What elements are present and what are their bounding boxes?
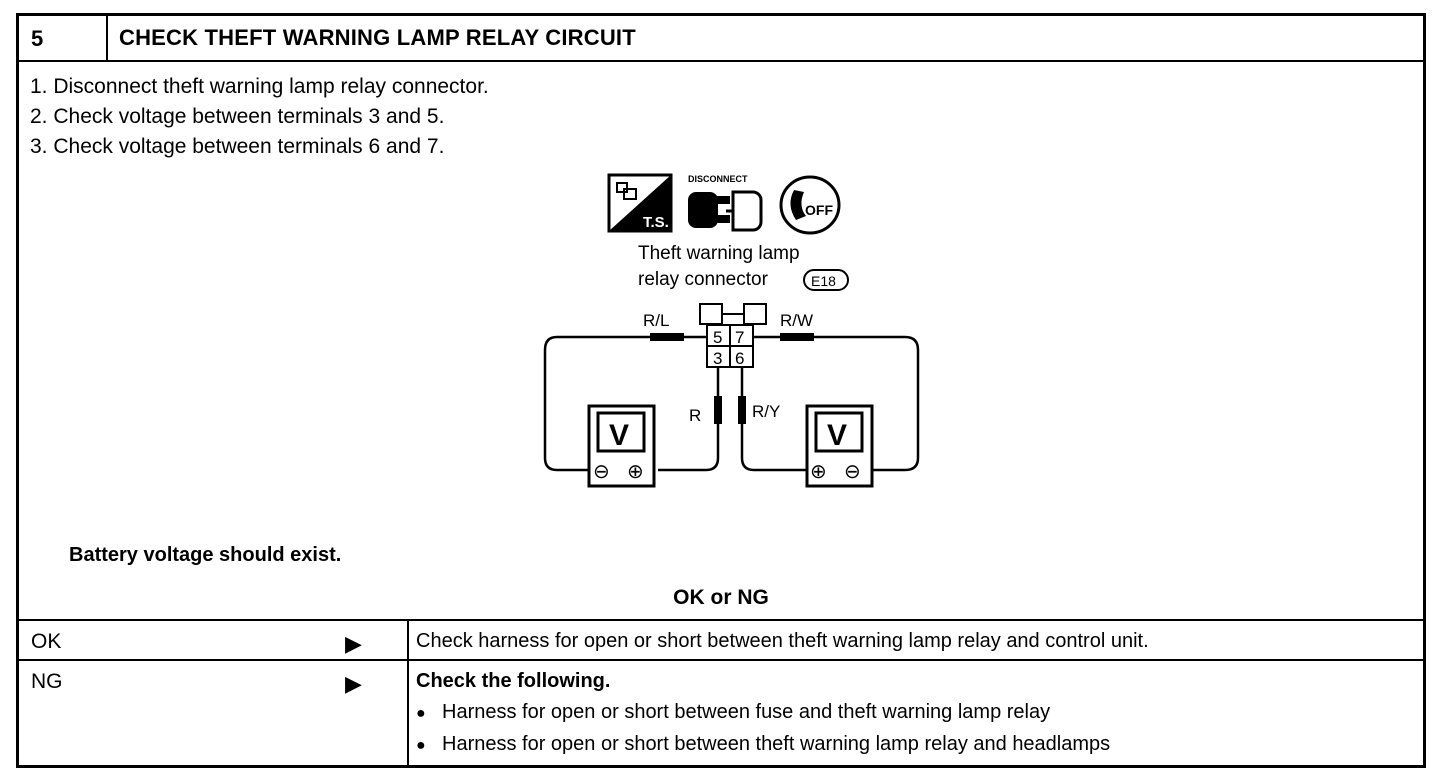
voltmeter-label: V [827, 419, 847, 452]
instruction-step-1: 1. Disconnect theft warning lamp relay c… [30, 75, 489, 98]
voltmeter-label: V [609, 419, 629, 452]
minus-terminal-icon: ⊖ [593, 461, 610, 483]
result-row-ng: NG ▶ Check the following. ●Harness for o… [19, 659, 1423, 765]
arrow-icon: ▶ [345, 631, 362, 656]
terminal-3: 3 [713, 349, 722, 368]
voltmeter-left: V ⊖ ⊕ [587, 404, 656, 488]
wire-marker [780, 333, 814, 341]
terminal-6: 6 [735, 349, 744, 368]
instruction-step-2: 2. Check voltage between terminals 3 and… [30, 105, 445, 128]
ignition-off-icon: OFF [779, 175, 841, 235]
wire-marker [650, 333, 684, 341]
result-ng-label: NG [31, 670, 63, 693]
relay-connector: 5 7 3 6 [699, 303, 767, 368]
wire-marker [738, 396, 746, 424]
minus-terminal-icon: ⊖ [844, 461, 861, 483]
wire-marker [714, 396, 722, 424]
svg-text:T.S.: T.S. [643, 214, 669, 231]
plus-terminal-icon: ⊕ [810, 461, 827, 483]
step-header: 5 CHECK THEFT WARNING LAMP RELAY CIRCUIT [19, 16, 1423, 62]
wire-label-r: R [689, 406, 701, 425]
specification: Battery voltage should exist. [69, 544, 342, 566]
list-item: ●Harness for open or short between theft… [416, 729, 1110, 761]
svg-text:OFF: OFF [805, 202, 833, 218]
ts-icon: T.S. [607, 173, 673, 233]
bullet-icon: ● [416, 737, 426, 754]
row-divider [407, 661, 409, 765]
step-number: 5 [31, 26, 44, 51]
header-divider [106, 16, 108, 60]
arrow-icon: ▶ [345, 671, 362, 696]
circuit-wires [543, 335, 920, 472]
svg-text:DISCONNECT: DISCONNECT [688, 174, 748, 184]
instruction-step-3: 3. Check voltage between terminals 6 and… [30, 135, 445, 158]
result-ok-action: Check harness for open or short between … [416, 630, 1149, 652]
result-ng-action: Check the following. ●Harness for open o… [416, 670, 1110, 761]
terminal-7: 7 [735, 328, 744, 347]
procedure-box: 5 CHECK THEFT WARNING LAMP RELAY CIRCUIT… [16, 13, 1426, 768]
result-ok-label: OK [31, 630, 62, 653]
svg-text:E18: E18 [811, 273, 836, 289]
list-item: ●Harness for open or short between fuse … [416, 697, 1110, 729]
voltmeter-right: V ⊕ ⊖ [805, 404, 874, 488]
connector-id-badge: E18 [803, 269, 849, 291]
result-row-ok: OK ▶ Check harness for open or short bet… [19, 619, 1423, 661]
bullet-icon: ● [416, 705, 426, 722]
row-divider [407, 621, 409, 661]
wire-label-rw: R/W [780, 311, 813, 330]
plus-terminal-icon: ⊕ [627, 461, 644, 483]
result-prompt: OK or NG [673, 586, 769, 609]
step-title: CHECK THEFT WARNING LAMP RELAY CIRCUIT [119, 25, 636, 50]
result-ng-list: ●Harness for open or short between fuse … [416, 697, 1110, 761]
instruction-list: 1. Disconnect theft warning lamp relay c… [30, 72, 489, 162]
wire-label-rl: R/L [643, 311, 669, 330]
terminal-5: 5 [713, 328, 722, 347]
wire-label-ry: R/Y [752, 402, 780, 421]
result-ng-heading: Check the following. [416, 670, 611, 692]
connector-caption-line2: relay connector [638, 269, 769, 290]
disconnect-icon: DISCONNECT [688, 174, 763, 232]
connector-caption-line1: Theft warning lamp [638, 243, 800, 264]
